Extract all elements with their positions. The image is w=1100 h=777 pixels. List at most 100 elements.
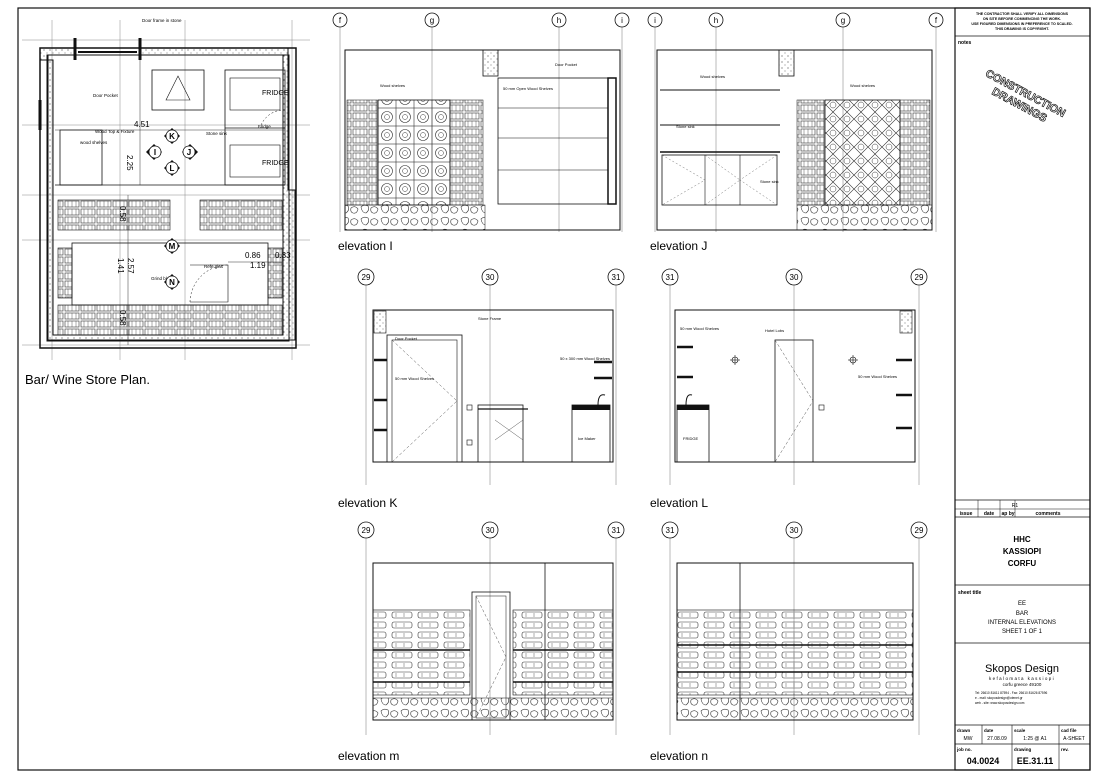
elevation-J-note-a: Wood shelves xyxy=(700,74,725,79)
svg-text:29: 29 xyxy=(915,526,924,535)
plan-label-fridge-3: Fridge xyxy=(258,124,271,129)
elevation-L-note-d: FRIDGE xyxy=(683,436,698,441)
date-value: 27.08.09 xyxy=(987,736,1007,742)
bar-wine-store-plan: Door frame in stone Door Pocket Wood Top… xyxy=(22,18,310,387)
elevation-L-note-a: 50 mm Wood Shelves xyxy=(680,326,719,331)
elevation-m-title: elevation m xyxy=(338,749,399,763)
elevation-m: 29 30 31 elevation m xyxy=(338,521,625,763)
job-value: 04.0024 xyxy=(967,756,1000,766)
marker-j-icon: J xyxy=(182,144,198,160)
rev-row-r1: R1 xyxy=(1012,503,1019,509)
svg-text:N: N xyxy=(169,278,175,287)
sheet-title-line-4: SHEET 1 OF 1 xyxy=(1002,629,1043,635)
svg-text:I: I xyxy=(154,148,156,157)
sheet-title-line-3: INTERNAL ELEVATIONS xyxy=(988,620,1056,626)
elevation-I-title: elevation I xyxy=(338,239,393,253)
svg-text:29: 29 xyxy=(362,526,371,535)
drawing-value: EE.31.11 xyxy=(1017,756,1054,766)
svg-text:31: 31 xyxy=(612,273,621,282)
svg-text:L: L xyxy=(170,164,175,173)
construction-drawings-stamp: CONSTRUCTION DRAWINGS xyxy=(983,67,1068,125)
elevation-I-note-c: 50 mm Open Wood Shelves xyxy=(503,86,553,91)
rev-header-apby: ap by xyxy=(1001,511,1014,517)
elevation-K-note-a: Stone Frame xyxy=(478,316,502,321)
plan-dim-257: 2.57 xyxy=(126,258,135,274)
svg-text:h: h xyxy=(714,16,718,25)
company-sub: kefalomata kassiopi xyxy=(989,676,1055,681)
svg-text:31: 31 xyxy=(612,526,621,535)
plan-dim-058b: 0.58 xyxy=(118,310,127,326)
sheet-title-line-2: BAR xyxy=(1016,611,1029,617)
elevation-L-note-c: 50 mm Wood Shelves xyxy=(858,374,897,379)
scale-label: scale xyxy=(1014,728,1026,733)
plan-dim-086: 0.86 xyxy=(245,251,261,260)
plan-label-door-pocket: Door Pocket xyxy=(93,93,119,98)
elevation-J: i h g f Wood shelves Stone sink Wood she… xyxy=(647,12,944,253)
svg-text:30: 30 xyxy=(790,526,799,535)
disclaimer-line-2: ON SITE BEFORE COMMENCING THE WORK. xyxy=(983,17,1061,21)
company-contact-1: Tel: 26610 81611 87594 - Fax: 26610 8162… xyxy=(975,691,1047,695)
company-name: Skopos Design xyxy=(985,663,1059,675)
svg-text:g: g xyxy=(841,16,845,25)
elevation-I: f g h i Wood shelves Door Pocket 50 mm O… xyxy=(332,12,630,253)
marker-m-icon: M xyxy=(164,238,180,254)
elevation-n: 31 30 29 elevation n xyxy=(650,521,928,763)
rev-header-date: date xyxy=(984,511,995,517)
disclaimer-line-1: THE CONTRACTOR SHALL VERIFY ALL DIMENSIO… xyxy=(976,12,1069,16)
plan-label-grind-block: Grind block xyxy=(151,276,175,281)
job-label: job no. xyxy=(956,747,972,752)
notes-label: notes xyxy=(958,40,972,46)
svg-text:h: h xyxy=(557,16,561,25)
svg-text:31: 31 xyxy=(666,526,675,535)
svg-text:29: 29 xyxy=(362,273,371,282)
marker-l-icon: L xyxy=(164,160,180,176)
elevation-J-note-c: Wood shelves xyxy=(850,83,875,88)
elevation-n-title: elevation n xyxy=(650,749,708,763)
elevation-L-gridheads: 31 30 29 xyxy=(661,268,928,286)
plan-label-refe-glas: Refe glas xyxy=(204,264,224,269)
plan-dim-451: 4.51 xyxy=(134,120,150,129)
company-sub2: corfu greece 49100 xyxy=(1003,682,1042,687)
elevation-L-note-b: Hotel Lobs xyxy=(765,328,784,333)
elevation-K: 29 30 31 Stone Frame Door Pocket 50 mm W… xyxy=(338,268,625,510)
rev-header-comments: comments xyxy=(1035,511,1060,517)
sheet-title-line-1: EE xyxy=(1018,601,1026,607)
plan-title: Bar/ Wine Store Plan. xyxy=(25,372,150,387)
scale-value: 1:25 @ A1 xyxy=(1023,736,1047,742)
project-line-2: KASSIOPI xyxy=(1003,547,1041,556)
plan-dim-141: 1.41 xyxy=(116,258,125,274)
plan-label-wood-top: Wood Top & Fixture xyxy=(95,129,135,134)
elevation-m-gridheads: 29 30 31 xyxy=(357,521,625,539)
plan-label-door-frame: Door frame in stone xyxy=(142,18,182,23)
svg-text:29: 29 xyxy=(915,273,924,282)
elevation-L: 31 30 29 50 mm Wood Shelves Hotel Lobs 5… xyxy=(650,268,928,510)
marker-n-icon: N xyxy=(164,274,180,290)
elevation-J-title: elevation J xyxy=(650,239,707,253)
svg-text:30: 30 xyxy=(790,273,799,282)
plan-dim-225: 2.25 xyxy=(125,155,134,171)
svg-text:30: 30 xyxy=(486,526,495,535)
title-block: THE CONTRACTOR SHALL VERIFY ALL DIMENSIO… xyxy=(954,7,1091,771)
elevation-I-note-b: Door Pocket xyxy=(555,62,578,67)
svg-text:31: 31 xyxy=(666,273,675,282)
svg-text:K: K xyxy=(169,132,175,141)
cad-value: A-SHEET xyxy=(1063,736,1085,742)
elevation-I-gridheads: f g h i xyxy=(332,12,630,28)
disclaimer-line-4: THIS DRAWING IS COPYRIGHT. xyxy=(995,27,1049,31)
sheet-title-label: sheet title xyxy=(958,590,982,596)
elevation-I-note-a: Wood shelves xyxy=(380,83,405,88)
project-line-1: HHC xyxy=(1013,535,1031,544)
elevation-K-note-c: 50 mm Wood Shelves xyxy=(395,376,434,381)
rev-label: rev. xyxy=(1061,747,1069,752)
svg-text:f: f xyxy=(935,16,938,25)
company-contact-3: web - site: www.skoposdesign.com xyxy=(975,701,1025,705)
project-line-3: CORFU xyxy=(1008,559,1037,568)
svg-text:g: g xyxy=(430,16,434,25)
cad-label: cad file xyxy=(1061,728,1077,733)
rev-header-issue: issue xyxy=(960,511,973,517)
svg-text:i: i xyxy=(654,16,656,25)
section-markers: K I J L M xyxy=(146,128,198,290)
elevation-J-note-b: Stone sink xyxy=(676,124,695,129)
elevation-n-gridheads: 31 30 29 xyxy=(661,521,928,539)
drawing-label: drawing xyxy=(1014,747,1032,752)
